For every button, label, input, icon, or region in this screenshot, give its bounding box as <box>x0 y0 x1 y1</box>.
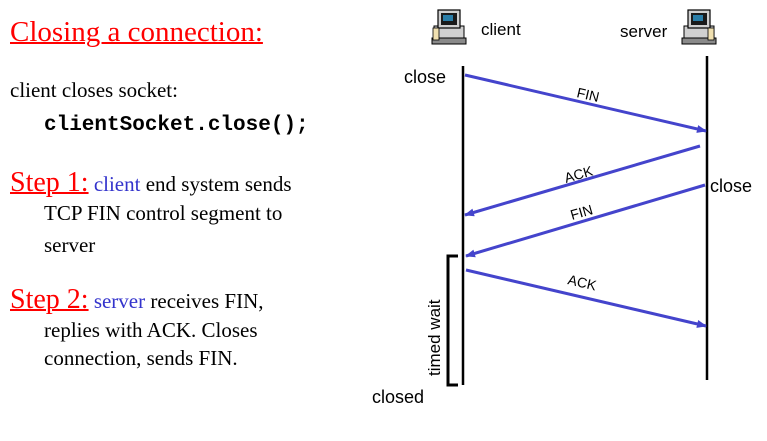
fin-arrow-client-to-server <box>464 73 707 133</box>
timed-wait-bracket <box>446 254 458 387</box>
step2-actor: server <box>93 289 146 313</box>
fin-label-2: FIN <box>568 201 594 223</box>
step2-line3: connection, sends FIN. <box>44 346 238 370</box>
client-close-label: close <box>404 67 446 87</box>
step1-line2: TCP FIN control segment to <box>44 201 283 225</box>
closed-label: closed <box>372 387 424 407</box>
step2-line1: Step 2: server receives FIN, <box>10 284 264 316</box>
server-label: server <box>620 22 668 41</box>
step2-text: receives FIN, <box>150 289 264 313</box>
ack-arrow-server-to-client <box>464 144 701 217</box>
step1-line1: Step 1: client end system sends <box>10 167 292 199</box>
step1-line3: server <box>44 233 96 257</box>
fin-arrow-server-to-client <box>465 183 706 258</box>
ack-arrow-client-to-server <box>465 268 707 328</box>
step2-label: Step 2: <box>10 284 89 315</box>
server-close-label: close <box>710 176 752 196</box>
step1-label: Step 1: <box>10 167 89 198</box>
intro-text: client closes socket: <box>10 78 178 102</box>
computer-icon <box>431 9 467 45</box>
step1-actor: client <box>93 172 141 196</box>
ack-label-2: ACK <box>566 271 598 293</box>
step2-line2: replies with ACK. Closes <box>44 318 258 342</box>
client-label: client <box>481 20 521 39</box>
timed-wait-label: timed wait <box>425 299 444 376</box>
ack-label-1: ACK <box>562 162 595 185</box>
page-title: Closing a connection: <box>10 16 263 48</box>
code-snippet: clientSocket.close(); <box>44 114 309 137</box>
computer-icon <box>681 9 717 45</box>
step1-text: end system sends <box>145 172 292 196</box>
fin-label-1: FIN <box>575 84 601 105</box>
